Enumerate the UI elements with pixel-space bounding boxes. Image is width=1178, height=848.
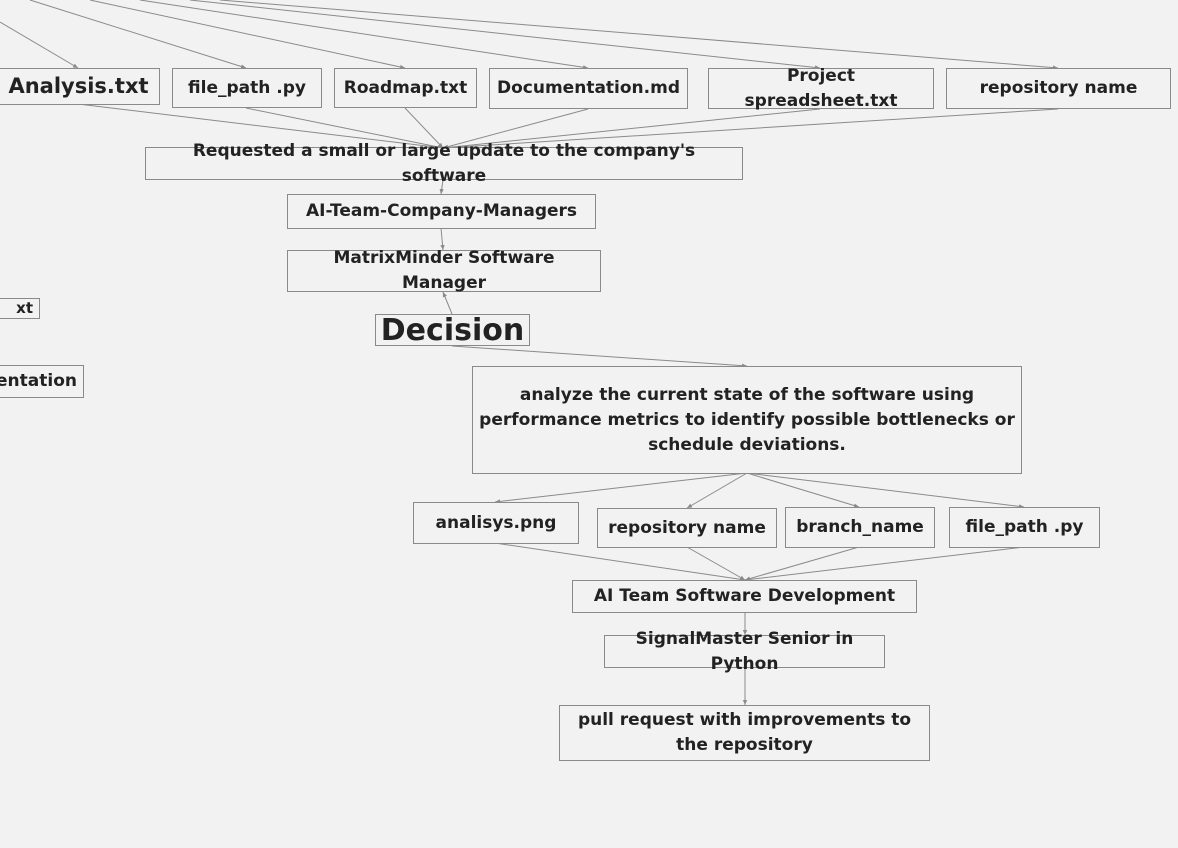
edge-line [29, 0, 247, 69]
node-analyze-state[interactable]: analyze the current state of the softwar… [472, 366, 1022, 474]
edge-line [494, 542, 746, 582]
node-ai-team-managers[interactable]: AI-Team-Company-Managers [287, 194, 596, 229]
node-signalmaster[interactable]: SignalMaster Senior in Python [604, 629, 885, 674]
node-partial-txt[interactable]: xt [0, 298, 40, 319]
edge-line [451, 345, 748, 368]
edge-line [744, 546, 1025, 582]
edge-line [746, 472, 860, 508]
edge-line [442, 108, 589, 149]
edge-line [686, 546, 746, 581]
node-ai-team-dev[interactable]: AI Team Software Development [572, 580, 917, 613]
node-project-spreadsheet[interactable]: Project spreadsheet.txt [708, 66, 934, 111]
node-roadmap-txt[interactable]: Roadmap.txt [334, 68, 477, 108]
edge-line [89, 0, 406, 70]
node-decision[interactable]: Decision [375, 314, 530, 346]
node-analisys-png[interactable]: analisys.png [413, 502, 579, 544]
edge-line [404, 107, 444, 149]
edge-line [442, 291, 453, 315]
node-branch-name[interactable]: branch_name [785, 507, 935, 548]
node-pull-request[interactable]: pull request with improvements to the re… [559, 705, 930, 761]
node-repository-name[interactable]: repository name [946, 68, 1171, 109]
node-file-path-py[interactable]: file_path .py [172, 68, 322, 108]
node-matrixminder[interactable]: MatrixMinder Software Manager [287, 248, 601, 293]
edge-line [439, 179, 444, 195]
edge-line [442, 108, 821, 150]
edge-line [77, 103, 444, 150]
edge-line [0, 21, 79, 69]
edge-line [189, 0, 821, 70]
edge-line [440, 227, 445, 251]
edge-line [245, 107, 444, 150]
node-file-path-py-bottom[interactable]: file_path .py [949, 507, 1100, 548]
node-documentation-md[interactable]: Documentation.md [489, 68, 688, 109]
node-analysis-txt[interactable]: Analysis.txt [0, 68, 160, 105]
edge-line [494, 472, 748, 504]
edge-line [686, 472, 748, 509]
node-partial-documentation[interactable]: entation [0, 365, 84, 398]
edge-line [139, 0, 589, 70]
edge-line [442, 108, 1059, 150]
edge-line [746, 472, 1025, 509]
node-repository-name-bottom[interactable]: repository name [597, 508, 777, 548]
node-requested-update[interactable]: Requested a small or large update to the… [145, 141, 743, 186]
edge-line [219, 0, 1059, 70]
edge-line [744, 546, 860, 581]
